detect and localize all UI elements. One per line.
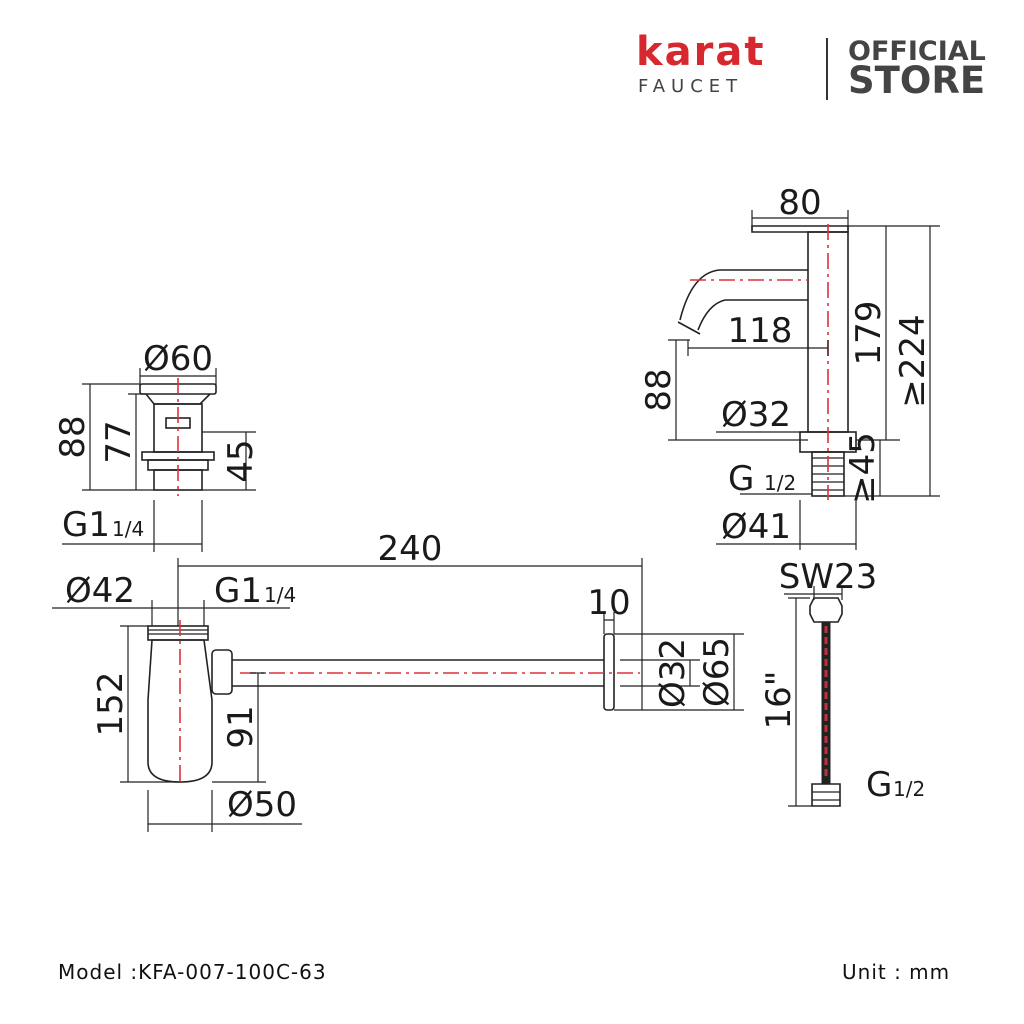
dim-drain-total-height: 88 <box>53 415 93 458</box>
unit-label: Unit : mm <box>842 960 951 984</box>
trap-drawing: 240 Ø42 G1 1/4 10 Ø32 Ø65 152 91 Ø50 <box>52 529 744 832</box>
dim-trap-thread: G1 <box>214 571 262 611</box>
trap-bottle <box>147 639 213 783</box>
faucet-spout-bottom <box>697 299 808 331</box>
dim-flange-diameter: Ø65 <box>697 637 737 707</box>
drain-drawing: Ø60 88 77 45 G1 1/4 <box>53 339 261 552</box>
faucet-lever <box>751 225 849 233</box>
dim-thread-length: ≥45 <box>843 432 883 504</box>
dim-body-height: 179 <box>849 301 889 366</box>
dim-pipe-diameter: Ø32 <box>653 638 693 708</box>
dim-flange-depth: 10 <box>587 583 630 623</box>
dim-hose-length: 16" <box>759 671 799 730</box>
dim-drain-cap: Ø60 <box>143 339 213 379</box>
model-label: Model :KFA-007-100C-63 <box>58 960 327 984</box>
dim-hose-thread: G <box>866 765 892 805</box>
official-label: OFFICIAL <box>848 36 986 67</box>
dim-body-diameter: Ø32 <box>721 395 791 435</box>
hose-drawing: SW23 16" G 1/2 <box>759 557 925 807</box>
faucet-spout-top <box>679 269 808 321</box>
trap-wall-flange <box>603 633 615 711</box>
dim-drain-thread-frac: 1/4 <box>112 517 144 541</box>
dim-spout-reach: 118 <box>728 311 793 351</box>
faucet-aerator <box>677 321 701 335</box>
dim-faucet-thread-frac: 1/2 <box>764 471 796 495</box>
store-label: STORE <box>848 59 986 102</box>
dim-faucet-thread: G <box>728 459 754 499</box>
dim-bottle-diameter: Ø50 <box>227 785 297 825</box>
header-divider <box>826 38 828 100</box>
dim-trap-length: 240 <box>378 529 443 569</box>
dim-outlet-height: 91 <box>221 705 261 748</box>
brand-subtitle: FAUCET <box>638 76 744 97</box>
dim-hose-thread-frac: 1/2 <box>893 777 925 801</box>
dim-drain-body-height: 77 <box>99 420 139 463</box>
dim-base-diameter: Ø41 <box>721 507 791 547</box>
trap-outlet-nut <box>211 649 233 695</box>
dim-total-height: ≥224 <box>893 314 933 407</box>
hose-bottom-fitting <box>811 783 841 807</box>
dim-drain-thread-length: 45 <box>221 439 261 482</box>
dim-spout-height: 88 <box>639 368 679 411</box>
trap-pipe <box>232 659 604 687</box>
dim-faucet-width: 80 <box>778 183 821 223</box>
dim-trap-thread-frac: 1/4 <box>264 583 296 607</box>
brand-logo: karat <box>636 29 766 75</box>
trap-inlet-nut <box>147 625 209 641</box>
hose-top-nut <box>809 597 843 623</box>
dim-trap-inlet: Ø42 <box>65 571 135 611</box>
dim-drain-thread: G1 <box>62 505 110 545</box>
faucet-drawing: 80 118 88 179 ≥224 Ø32 ≥45 G 1/2 Ø41 <box>639 183 940 550</box>
dim-wrench-size: SW23 <box>779 557 877 597</box>
dim-trap-height: 152 <box>91 672 131 737</box>
